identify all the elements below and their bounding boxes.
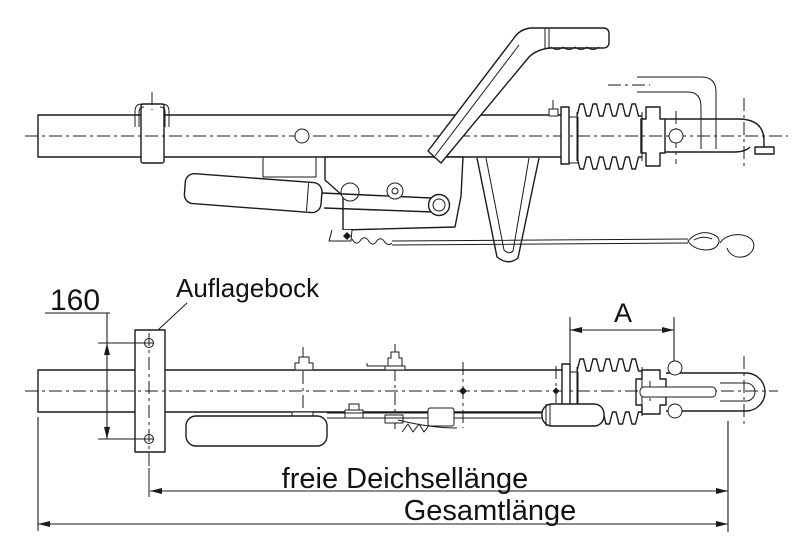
handbrake-lever bbox=[427, 27, 610, 164]
lever-highlight-line bbox=[434, 44, 520, 157]
coupling-shaft-side bbox=[665, 118, 765, 153]
towing-eye-inner bbox=[720, 382, 756, 402]
bellows-flange-side bbox=[560, 106, 570, 165]
coupling-collar-side bbox=[640, 106, 666, 167]
auflagebock-callout: Auflagebock bbox=[157, 273, 320, 331]
coupling-bolt-hole bbox=[668, 128, 684, 144]
plan-view bbox=[25, 329, 778, 497]
phantom-pipe bbox=[637, 76, 717, 149]
coupling-collar-plan bbox=[635, 369, 667, 415]
side-damper-front-bracket bbox=[262, 157, 317, 178]
tube-bolt-point-1 bbox=[459, 387, 467, 395]
tube-bolt-point-2 bbox=[552, 387, 560, 395]
bellows-clamp-band-side bbox=[568, 116, 579, 164]
tube-hole bbox=[294, 128, 310, 144]
grease-nipple bbox=[548, 100, 559, 117]
dimension-freie-deichsellaenge: freie Deichsellänge bbox=[150, 421, 729, 532]
dimension-a: A bbox=[569, 298, 675, 366]
shaft-bolt-top bbox=[667, 360, 683, 376]
plan-lever-grip bbox=[541, 403, 605, 427]
lever-collar bbox=[544, 28, 550, 49]
pivot-bolt-small-inner bbox=[391, 187, 399, 195]
cable-anchor-bolt bbox=[343, 232, 351, 240]
towing-eye-outer bbox=[745, 372, 766, 412]
shaft-bolt-bottom bbox=[667, 403, 683, 419]
freie-deichsellaenge-label: freie Deichsellänge bbox=[282, 463, 529, 495]
bellows-side bbox=[576, 103, 643, 170]
auflagebock-label: Auflagebock bbox=[176, 273, 320, 303]
eye-end-plate bbox=[754, 146, 775, 155]
tube-nut-1 bbox=[294, 356, 314, 371]
breakaway-cable bbox=[351, 232, 755, 258]
dim-160-label: 160 bbox=[50, 284, 100, 317]
cable-hook bbox=[719, 234, 755, 258]
gesamtlaenge-label: Gesamtlänge bbox=[404, 495, 577, 527]
side-view bbox=[25, 27, 788, 263]
shaft-slot bbox=[639, 386, 717, 398]
link-pin bbox=[340, 182, 360, 202]
auflagebock-leader bbox=[157, 302, 188, 331]
brake-rod bbox=[321, 192, 434, 213]
side-damper bbox=[183, 172, 323, 214]
plan-lever-rod bbox=[327, 407, 542, 433]
dim-a-label: A bbox=[614, 298, 632, 328]
cable-thimble bbox=[687, 232, 720, 251]
grip-finger-grooves bbox=[550, 46, 600, 50]
tube-nut-2 bbox=[366, 351, 406, 371]
lever-pivot-bolt-inner bbox=[432, 198, 446, 212]
plan-damper bbox=[185, 415, 328, 447]
dimension-gesamtlaenge: Gesamtlänge bbox=[37, 417, 728, 531]
support-hairpin bbox=[476, 157, 540, 263]
dimension-160: 160 bbox=[45, 284, 144, 440]
side-jockey-clamp bbox=[134, 103, 170, 164]
